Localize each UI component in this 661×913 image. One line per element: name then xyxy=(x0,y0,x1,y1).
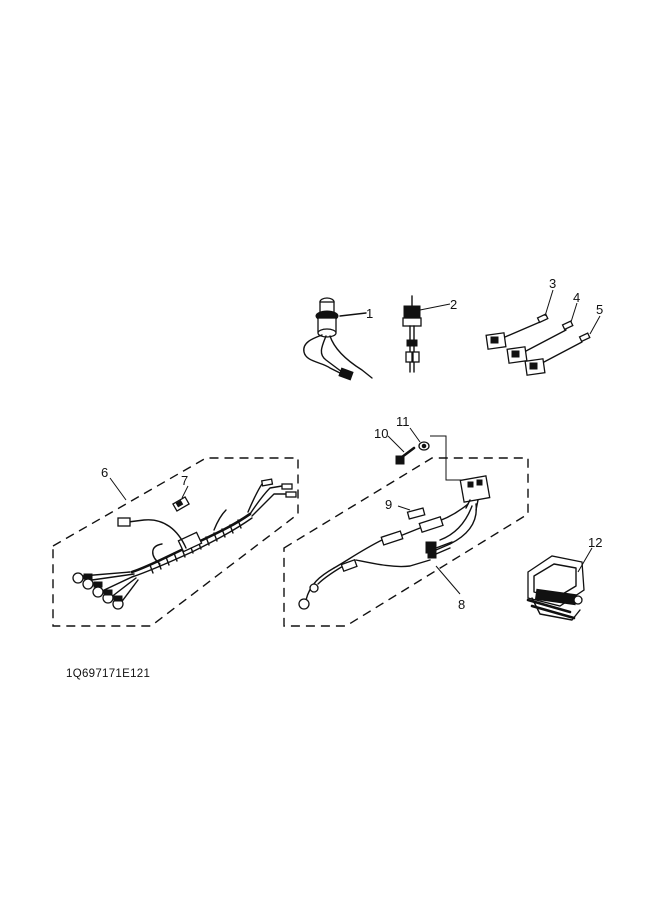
callout-1: 1 xyxy=(366,306,373,321)
part-1-main-switch xyxy=(303,297,373,381)
group-box-harness xyxy=(52,457,299,627)
callout-8: 8 xyxy=(458,597,465,612)
part-10-bolt xyxy=(387,435,416,465)
callout-5: 5 xyxy=(596,302,603,317)
part-7-fuse xyxy=(172,485,190,512)
callout-6: 6 xyxy=(101,465,108,480)
callout-2: 2 xyxy=(450,297,457,312)
callout-12: 12 xyxy=(588,535,602,550)
callout-3: 3 xyxy=(549,276,556,291)
part-4-lead xyxy=(506,302,578,364)
part-12-rectifier-regulator xyxy=(526,547,593,621)
part-9-fuse xyxy=(397,505,426,520)
callout-7: 7 xyxy=(181,473,188,488)
callout-9: 9 xyxy=(385,497,392,512)
part-8-extension-harness xyxy=(298,475,491,610)
part-2-stop-switch xyxy=(402,295,451,373)
group-box-extension-harness xyxy=(283,457,529,627)
part-6-wire-harness xyxy=(72,477,297,610)
callout-10: 10 xyxy=(374,426,388,441)
part-11-nut xyxy=(409,427,462,481)
callout-4: 4 xyxy=(573,290,580,305)
part-3-lead xyxy=(485,289,554,350)
part-5-lead xyxy=(524,315,601,376)
callout-11: 11 xyxy=(396,414,410,429)
drawing-reference-code: 1Q697171E121 xyxy=(66,668,151,680)
